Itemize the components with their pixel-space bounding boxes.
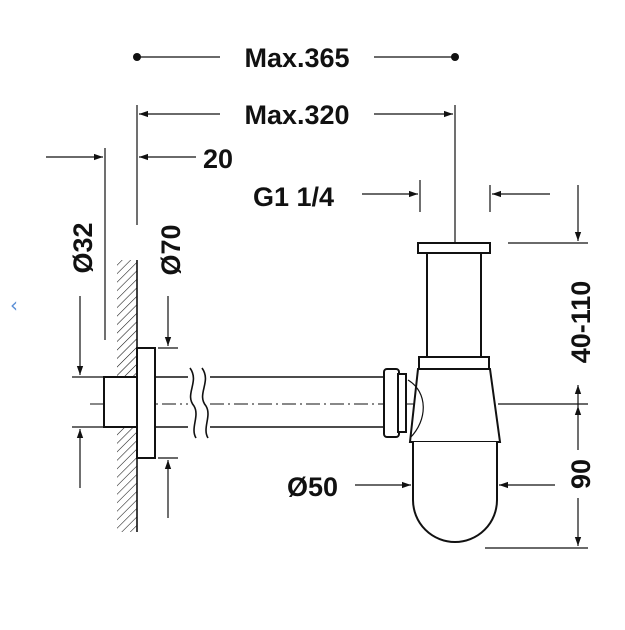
depth-90-label: 90 [566, 459, 596, 489]
tailpiece [417, 242, 491, 370]
height-adj-label: 40-110 [566, 281, 596, 364]
dim-20: 20 [46, 144, 233, 174]
dia-50-label: Ø50 [287, 472, 338, 502]
dim-height-adj: 40-110 [566, 185, 596, 406]
previous-chevron-icon[interactable]: ‹ [10, 293, 18, 317]
dia-70-label: Ø70 [156, 224, 186, 275]
max-320-label: Max.320 [244, 100, 349, 130]
trap-body [383, 368, 502, 543]
thread-label: G1 1/4 [253, 182, 334, 212]
dim-dia-32: Ø32 [68, 222, 98, 488]
dim-depth-90: 90 [566, 406, 596, 546]
dim-thread: G1 1/4 [253, 182, 550, 212]
dim-dia-70: Ø70 [156, 224, 186, 518]
dim-max-365: Max.365 [133, 43, 459, 73]
offset-20-label: 20 [203, 144, 233, 174]
max-365-label: Max.365 [244, 43, 349, 73]
horizontal-pipe [155, 367, 384, 439]
dia-32-label: Ø32 [68, 222, 98, 273]
dim-dia-50: Ø50 [287, 472, 555, 502]
dim-max-320: Max.320 [139, 100, 453, 130]
wall-flange [103, 347, 156, 459]
